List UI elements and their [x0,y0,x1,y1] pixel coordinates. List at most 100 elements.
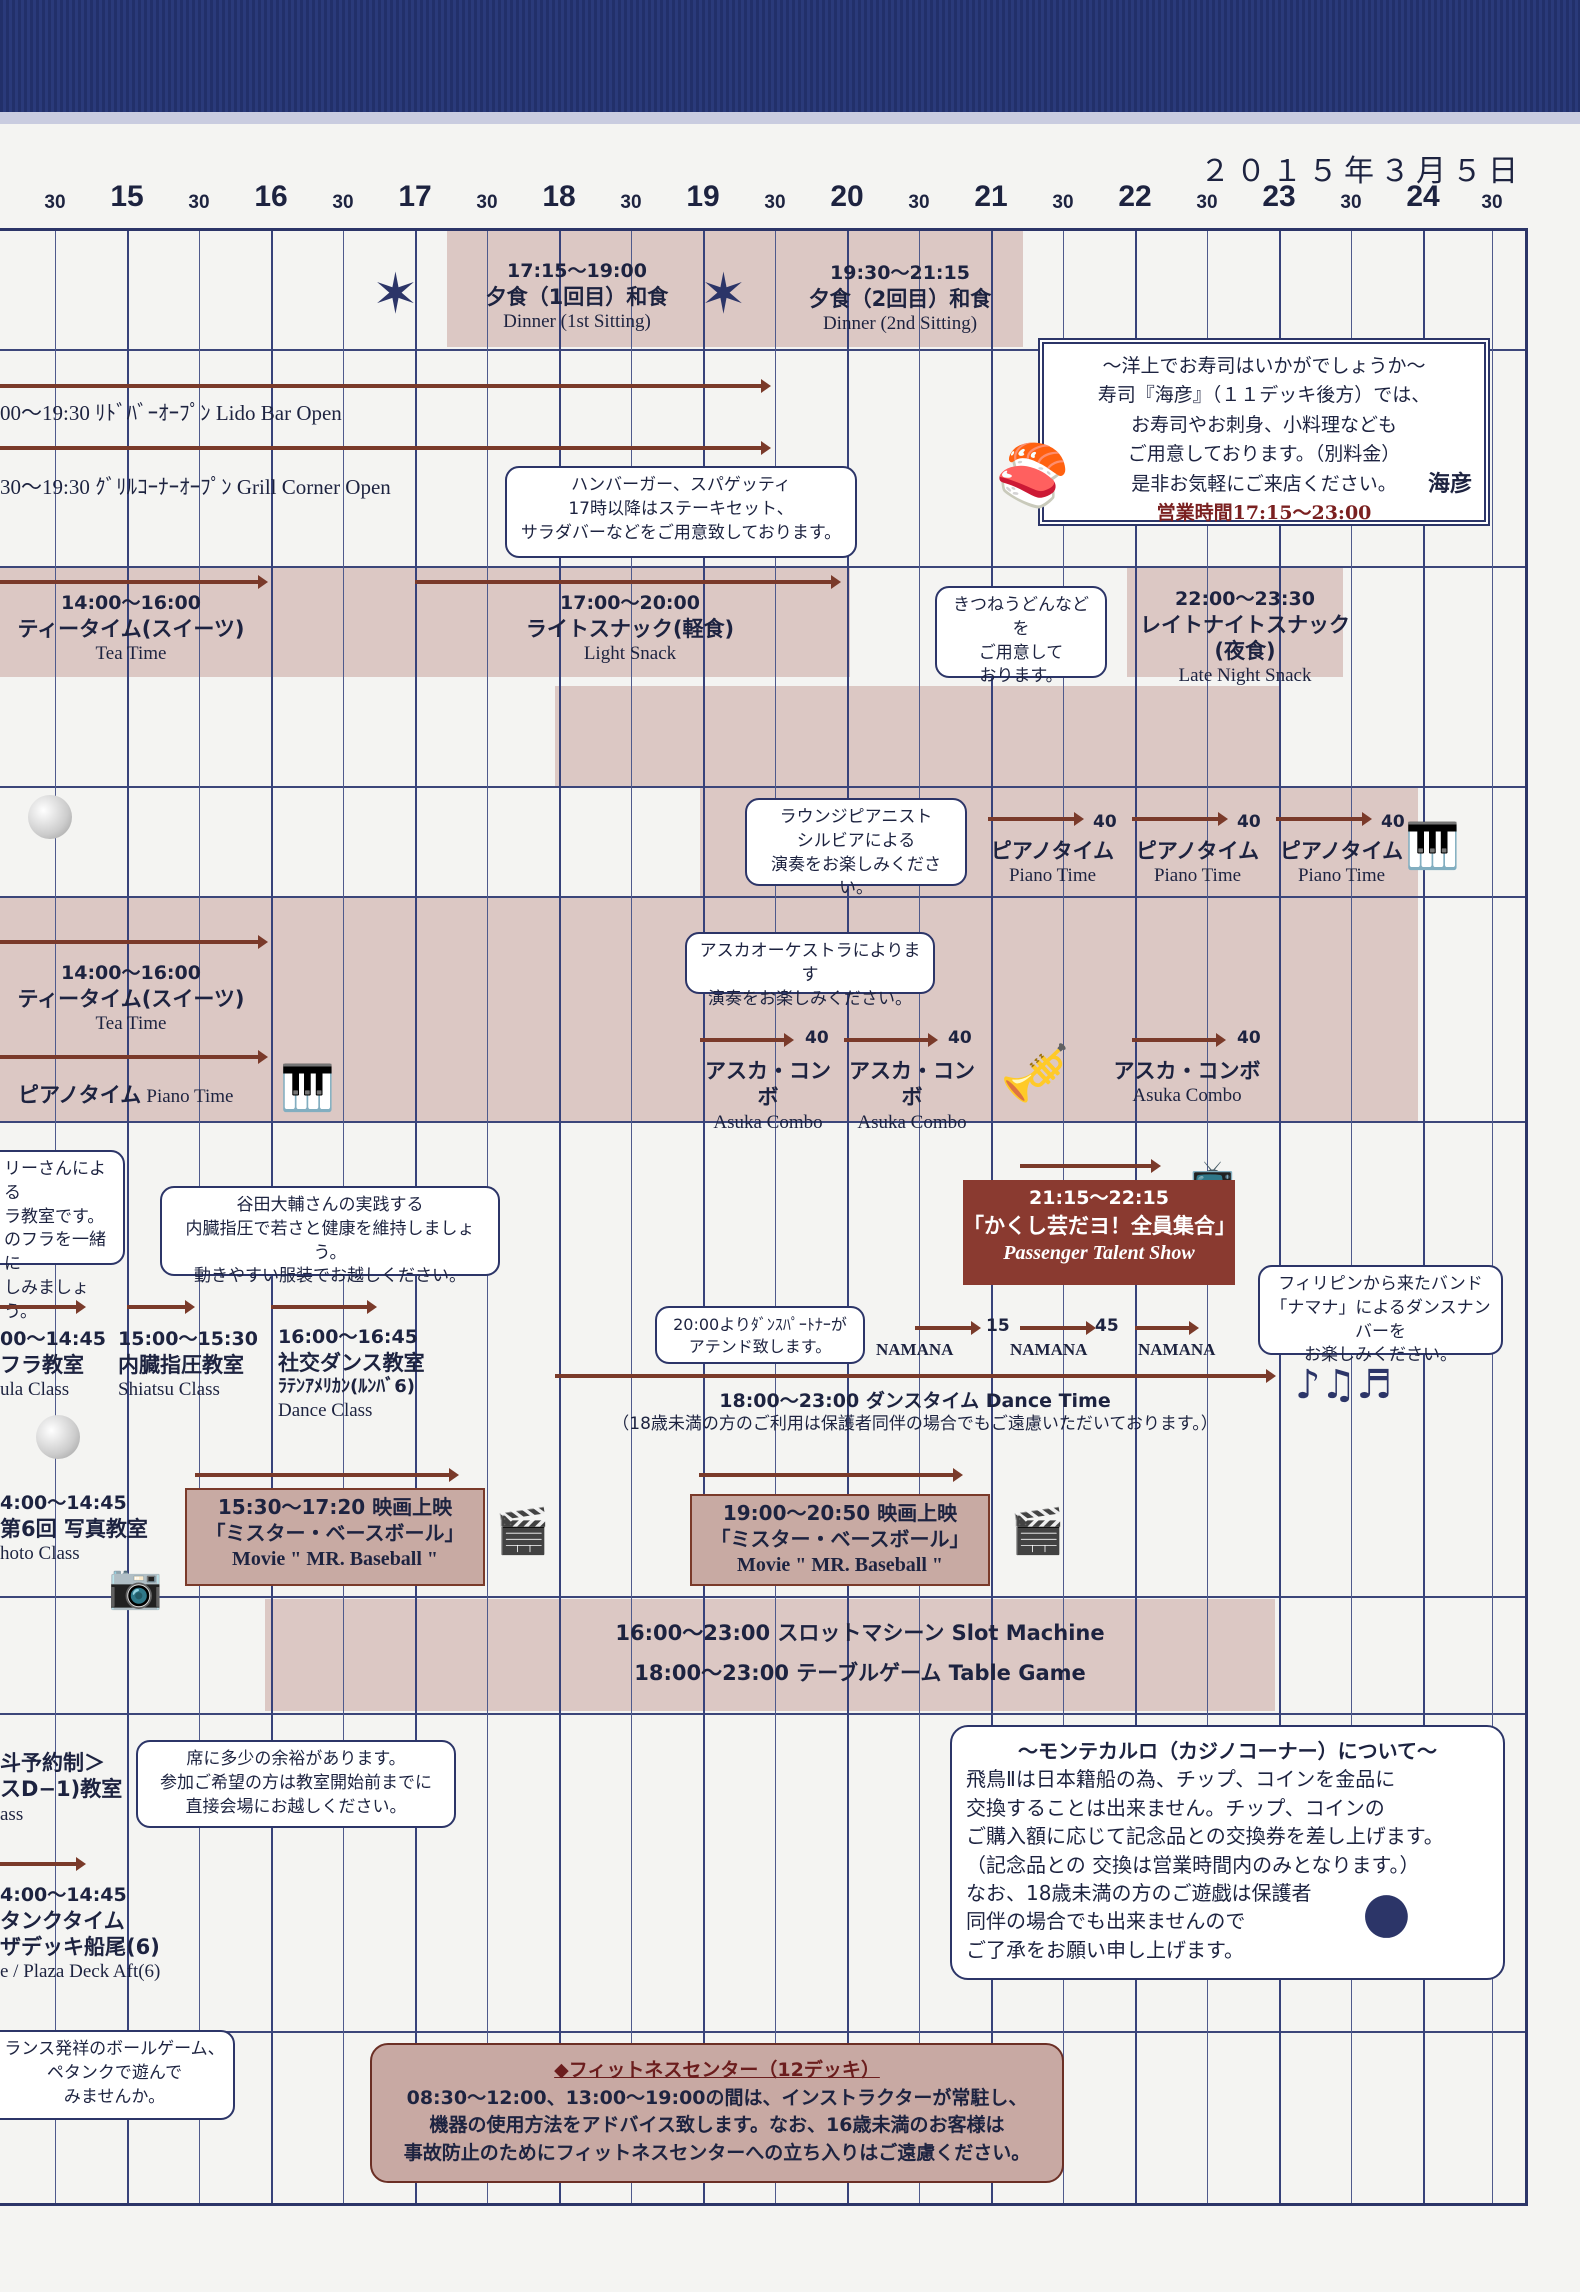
grand-piano-icon: 🎹 [1405,821,1460,872]
late-night-snack[interactable]: 22:00〜23:30 レイトナイトスナック(夜食) Late Night Sn… [1130,588,1360,688]
bubble-line: アスカオーケストラによります [699,941,921,985]
namana-minute-15: 15 [986,1316,1010,1336]
hula-title: フラ教室 [0,1352,84,1377]
light-snack[interactable]: 17:00〜20:00 ライトスナック(軽食) Light Snack [480,592,780,666]
namana-arrow [1020,1321,1096,1335]
half-hour-line [775,231,776,2203]
hour-line [847,231,849,2203]
piano-en: Piano Time [1153,865,1242,887]
piano-arrow [988,812,1084,826]
asuka-title: アスカ・コンボ [1113,1059,1261,1083]
movie-2[interactable]: 19:00〜20:50 映画上映 「ミスター・ベースボール」 Movie " M… [690,1494,990,1586]
lido-label: 00〜19:30 ﾘﾄﾞﾊﾞｰｵｰﾌﾟﾝ Lido Bar Open [0,401,342,425]
table-line: 18:00〜23:00 テーブルゲーム Table Game [634,1661,1086,1685]
dance-en: Dance Class [278,1399,373,1421]
bubble-line: 谷田大輔さんの実践する [236,1195,424,1215]
petanque-en: e / Plaza Deck Aft(6) [0,1961,161,1983]
piano-time-3[interactable]: ピアノタイム Piano Time [1274,838,1409,888]
ruler-half: 30 [332,192,354,213]
grill-label: 30〜19:30 ｸﾞﾘﾙｺｰﾅｰｵｰﾌﾟﾝ Grill Corner Open [0,475,391,499]
bubble-line: 「ナマナ」によるダンスナンバーを [1270,1297,1491,1342]
hour-line [1279,231,1281,2203]
asuka-arrow [1132,1033,1226,1047]
bubble-line: ラ教室です。 [4,1206,105,1227]
bubble-line: 直接会場にお越しください。 [185,1796,407,1817]
movie-1-arrow [195,1468,459,1482]
time-ruler: 30 15 30 16 30 17 30 18 30 19 30 20 30 2… [0,180,1525,235]
half-hour-line [1351,231,1352,2203]
casino-shade [265,1599,1275,1711]
fitness-line: 08:30〜12:00、13:00〜19:00の間は、インストラクターが常駐し、 [406,2086,1028,2109]
piano-en: Piano Time [1008,865,1097,887]
petanque-bubble: ランス発祥のボールゲーム、 ペタンクで遊んで みませんか。 [0,2030,235,2120]
casino-line: 交換することは出来ません。チップ、コインの [966,1795,1385,1820]
fitness-title: ◆フィットネスセンター（12デッキ） [554,2059,880,2081]
half-hour-line [631,231,632,2203]
dinner-shade [447,231,1023,347]
slot-machine[interactable]: 16:00〜23:00 スロットマシーン Slot Machine [560,1620,1160,1646]
ruler-hour: 16 [254,180,288,213]
dance-class[interactable]: 16:00〜16:45 社交ダンス教室 ﾗﾃﾝｱﾒﾘｶﾝ(ﾙﾝﾊﾞ6) Danc… [278,1326,425,1422]
orchestra-bubble: アスカオーケストラによります 演奏をお楽しみください。 [685,932,935,1009]
reserve-l1: 斗予約制＞ [0,1751,105,1775]
pianist-bubble: ラウンジピアニスト シルビアによる 演奏をお楽しみください。 [745,798,967,898]
casino-line: なお、18歳未満の方のご遊戯は保護者 [966,1880,1312,1905]
piano-time-2[interactable]: ピアノタイム Piano Time [1130,838,1265,888]
late-time: 22:00〜23:30 [1175,588,1315,610]
lido-bar-open[interactable]: 00〜19:30 ﾘﾄﾞﾊﾞｰｵｰﾌﾟﾝ Lido Bar Open [0,400,342,426]
snack-title: ライトスナック(軽食) [525,616,735,641]
half-hour-line [919,231,920,2203]
table-game[interactable]: 18:00〜23:00 テーブルゲーム Table Game [560,1660,1160,1686]
tea-time-2[interactable]: 14:00〜16:00 ティータイム(スイーツ) Tea Time [0,962,262,1036]
sushi-line: 是非お気軽にご来店ください。 [1131,472,1397,495]
piano-time-afternoon[interactable]: ピアノタイム Piano Time [18,1082,234,1109]
talent-show[interactable]: 21:15〜22:15 「かくし芸だヨ！全員集合」 Passenger Tale… [963,1180,1236,1285]
movie-1[interactable]: 15:30〜17:20 映画上映 「ミスター・ベースボール」 Movie " M… [185,1488,485,1586]
dance-time: 16:00〜16:45 [278,1326,418,1348]
photo-time: 4:00〜14:45 [0,1492,127,1514]
piano-2-en: Piano Time [146,1086,234,1107]
reserve-l3: ass [0,1803,24,1825]
dinner-2nd[interactable]: 19:30〜21:15 夕食（2回目）和食 Dinner (2nd Sittin… [770,262,1030,336]
talent-arrow [1020,1159,1161,1173]
dance-title: 社交ダンス教室 [278,1350,425,1375]
ruler-half: 30 [908,192,930,213]
reservation-class[interactable]: 斗予約制＞ スD−1)教室 ass [0,1750,122,1826]
bubble-line: しみましょう。 [4,1277,89,1322]
asuka-combo-1[interactable]: アスカ・コンボ Asuka Combo [698,1058,838,1134]
photo-class[interactable]: 4:00〜14:45 第6回 写真教室 hoto Class [0,1492,148,1566]
movie-2-en: Movie " MR. Baseball " [736,1554,944,1576]
sushi-hours: 営業時間17:15〜23:00 [1156,502,1372,525]
shiatsu-time: 15:00〜15:30 [118,1328,258,1350]
shiatsu-class[interactable]: 15:00〜15:30 内臓指圧教室 Shiatsu Class [118,1328,258,1402]
asuka-combo-3[interactable]: アスカ・コンボ Asuka Combo [1112,1058,1262,1108]
petanque-sub: ザデッキ船尾(6) [0,1935,160,1959]
bubble-line: 20:00よりﾀﾞﾝｽﾊﾟｰﾄﾅｰが [673,1315,847,1334]
grand-piano-icon: 🎹 [280,1063,335,1114]
camera-icon: 📷 [108,1561,163,1612]
ruler-hour: 15 [110,180,144,213]
row-divider [0,349,1525,351]
dance-time-arrow [555,1369,1276,1383]
dinner-1st[interactable]: 17:15〜19:00 夕食（1回目）和食 Dinner (1st Sittin… [447,260,707,334]
petanque-time[interactable]: 4:00〜14:45 タンクタイム ザデッキ船尾(6) e / Plaza De… [0,1884,160,1984]
piano-time-1[interactable]: ピアノタイム Piano Time [985,838,1120,888]
namana-set-1[interactable]: NAMANA [876,1340,954,1359]
namana-set-3[interactable]: NAMANA [1138,1340,1216,1359]
grill-arrow [0,441,771,455]
namana-set-2[interactable]: NAMANA [1010,1340,1088,1359]
grill-corner-open[interactable]: 30〜19:30 ｸﾞﾘﾙｺｰﾅｰｵｰﾌﾟﾝ Grill Corner Open [0,474,391,500]
hula-class[interactable]: 00〜14:45 フラ教室 ula Class [0,1328,106,1402]
asuka-combo-2[interactable]: アスカ・コンボ Asuka Combo [842,1058,982,1134]
piano-title: ピアノタイム [1279,839,1404,863]
row-divider [0,1596,1525,1598]
fireworks-icon: ✶ [700,262,747,327]
bubble-line: サラダバーなどをご用意致しております。 [520,522,842,543]
bubble-line: 17時以降はステーキセット、 [568,498,794,519]
tea-time-1[interactable]: 14:00〜16:00 ティータイム(スイーツ) Tea Time [0,592,262,666]
bubble-line: 動きやすい服装でお越しください。 [194,1266,466,1287]
dance-time[interactable]: 18:00〜23:00 ダンスタイム Dance Time （18歳未満の方のご… [560,1390,1270,1435]
sushi-line: 〜洋上でお寿司はいかがでしょうか〜 [1102,355,1426,377]
asuka-minute: 40 [948,1028,972,1048]
casino-notice: 〜モンテカルロ（カジノコーナー）について〜 飛鳥Ⅱは日本籍船の為、チップ、コイン… [950,1725,1505,1980]
